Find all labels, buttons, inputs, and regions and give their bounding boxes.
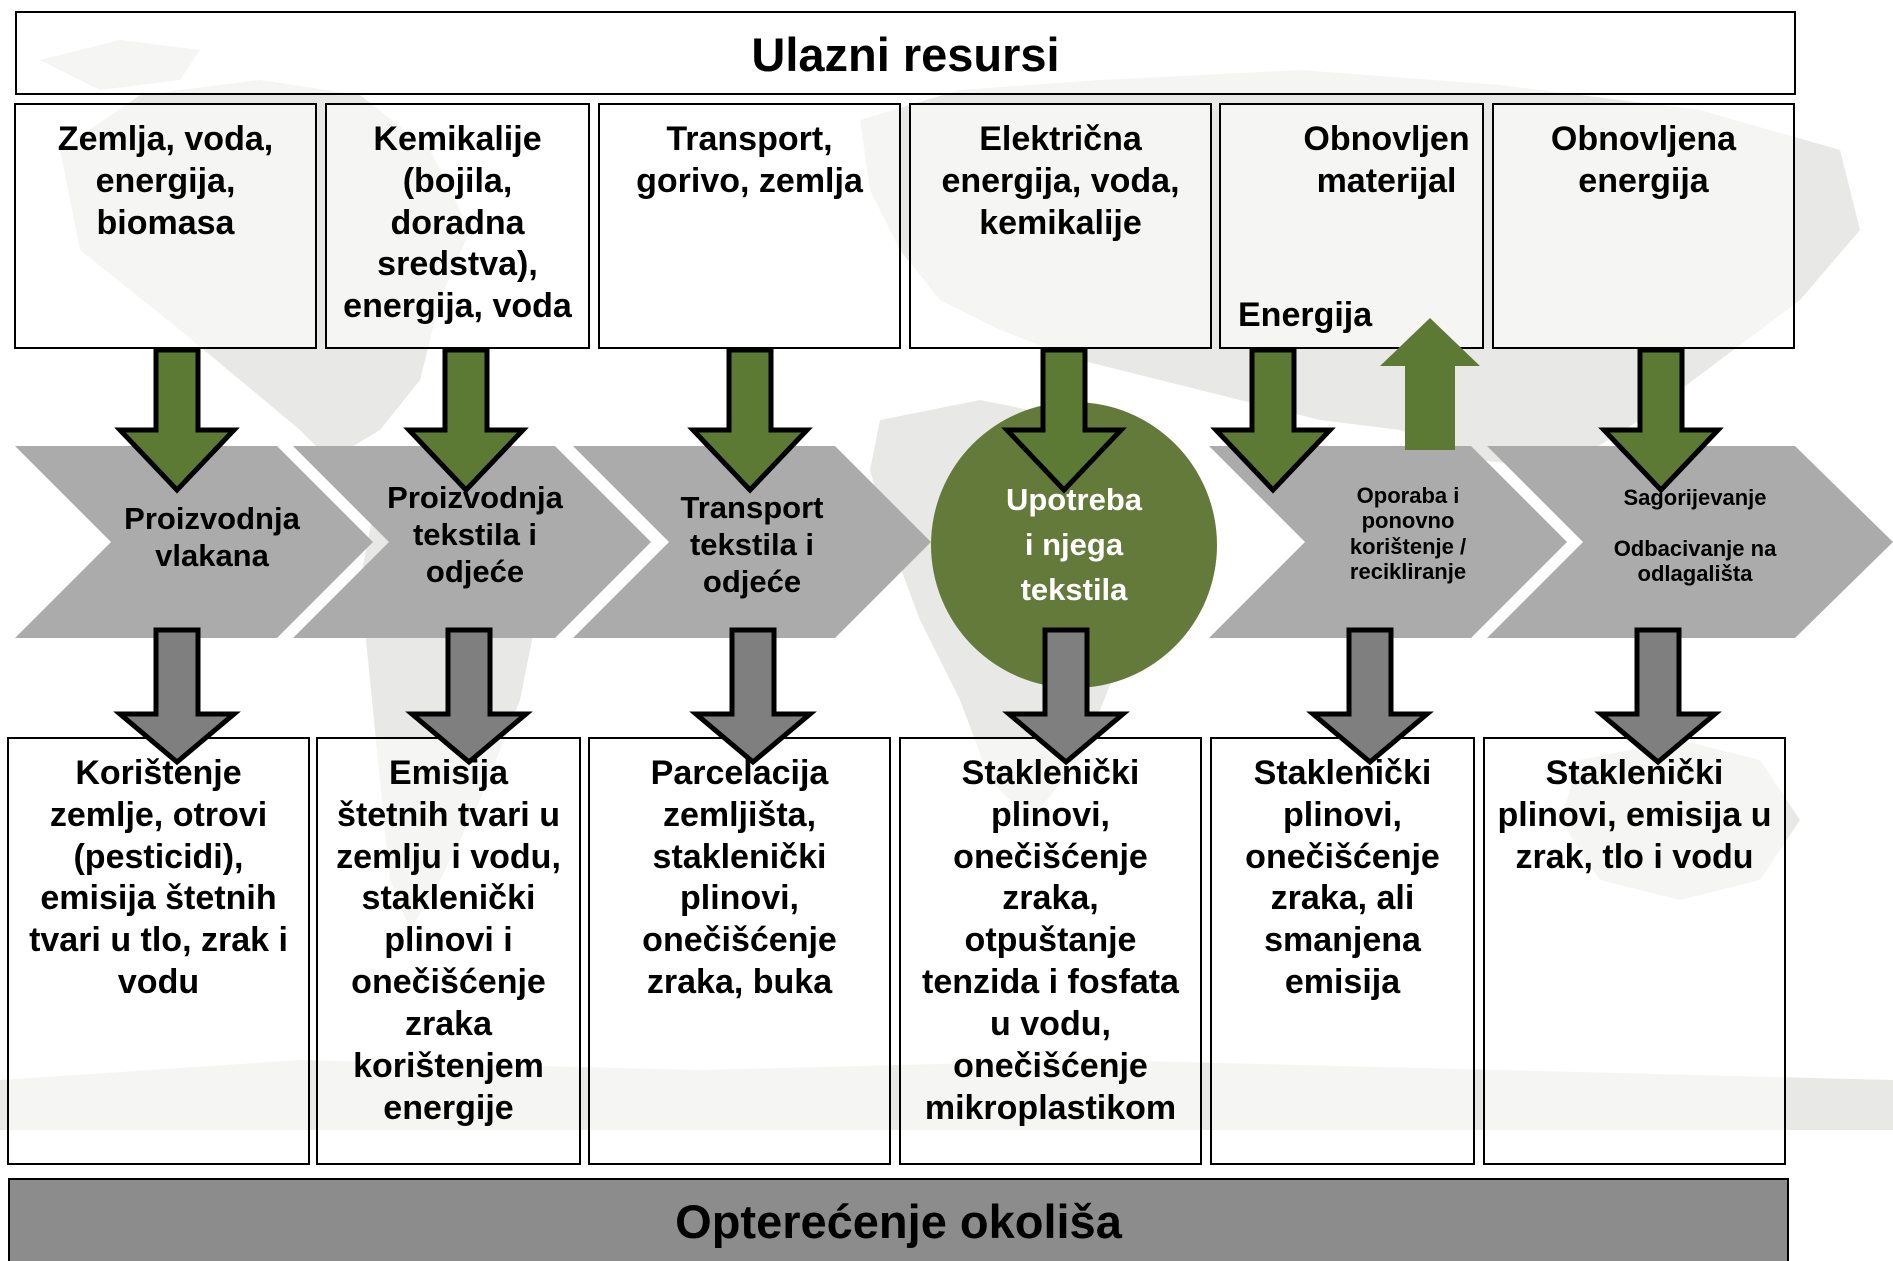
input-arrow-use	[1001, 347, 1127, 494]
input-arrow-fiber	[114, 347, 240, 494]
output-box-textile: Emisija štetnih tvari u zemlju i vodu, s…	[316, 737, 581, 1165]
input-arrow-disposal	[1598, 347, 1724, 494]
output-box-recycling: Staklenički plinovi, onečišćenje zraka, …	[1210, 737, 1475, 1165]
output-arrow-recycling	[1306, 627, 1434, 766]
output-arrow-textile	[405, 627, 533, 766]
input-resources-header: Ulazni resursi	[15, 11, 1796, 95]
output-arrow-fiber	[113, 627, 241, 766]
input-box-use: Električna energija, voda, kemikalije	[909, 103, 1212, 349]
energy-label: Energija	[1238, 296, 1373, 334]
stage-label-textile-production: Proizvodnja tekstila i odjeće	[387, 480, 563, 590]
chevron-fiber-production	[15, 446, 373, 638]
chevron-textile-production	[293, 446, 651, 638]
stage-label-recycling: Oporaba i ponovno korištenje / reciklira…	[1349, 483, 1467, 584]
environmental-burden-footer: Opterećenje okoliša	[8, 1178, 1789, 1261]
use-and-care-circle	[931, 402, 1217, 688]
input-arrow-transport	[687, 347, 813, 494]
stage-label-use-and-care: Upotreba i njega tekstila	[1005, 482, 1143, 607]
output-arrow-disposal	[1594, 627, 1722, 766]
stage-label-fiber-production: Proizvodnja vlakana	[124, 501, 300, 574]
output-box-fiber: Korištenje zemlje, otrovi (pesticidi), e…	[7, 737, 310, 1165]
output-arrow-use	[1002, 627, 1130, 766]
input-arrow-recycling	[1210, 347, 1336, 494]
output-box-use: Staklenički plinovi, onečišćenje zraka, …	[899, 737, 1202, 1165]
stage-label-disposal: Sagorijevanje Odbacivanje na odlagališta	[1613, 485, 1777, 586]
chevron-disposal	[1487, 446, 1893, 638]
output-arrow-transport	[689, 627, 817, 766]
output-box-transport: Parcelacija zemljišta, staklenički plino…	[588, 737, 891, 1165]
stage-label-transport: Transport tekstila i odjeće	[680, 490, 824, 600]
input-box-disposal: Obnovljena energija	[1492, 103, 1795, 349]
input-box-fiber: Zemlja, voda, energija, biomasa	[14, 103, 317, 349]
energy-recovery-up-arrow	[1380, 318, 1480, 450]
input-box-recycling: Obnovljen materijal	[1219, 103, 1484, 349]
chevron-recycling	[1209, 446, 1567, 638]
input-arrow-textile	[403, 347, 529, 494]
chevron-transport	[573, 446, 931, 638]
